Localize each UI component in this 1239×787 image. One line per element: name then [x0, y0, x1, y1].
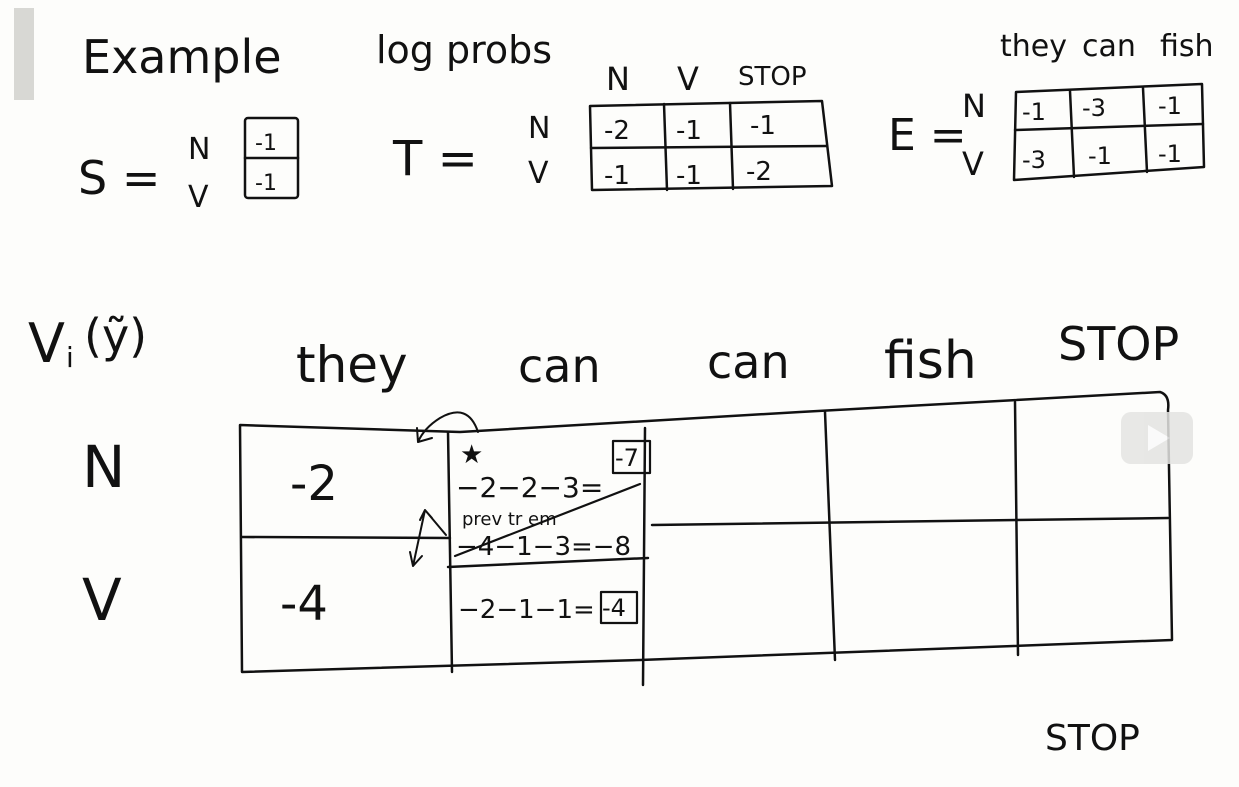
viterbi-h-divider-left [240, 535, 452, 540]
e-cell-v-can: -1 [1088, 142, 1112, 170]
e-cell-v-fish: -1 [1158, 140, 1182, 168]
t-cell-nn: -2 [604, 116, 630, 146]
backpointer-arrow-n [416, 411, 479, 443]
viterbi-word-stop: STOP [1058, 317, 1179, 371]
viterbi-word-can-1: can [518, 339, 601, 393]
viterbi-row-n: N [82, 433, 125, 501]
example-heading: Example [82, 30, 282, 84]
t-cell-nv: -1 [676, 116, 702, 146]
viterbi-argument: (ỹ) [84, 309, 147, 363]
e-row-n: N [962, 87, 986, 125]
t-cell-vn: -1 [604, 161, 630, 191]
viterbi-n-best-box [611, 439, 652, 475]
backpointer-arrow-v [409, 509, 447, 567]
viterbi-n-best-value: -7 [615, 444, 639, 472]
footer-stop: STOP [1045, 718, 1140, 759]
s-value-n: -1 [255, 131, 277, 156]
viterbi-cell-they-v: -4 [280, 576, 328, 632]
t-label: T = [392, 131, 478, 187]
t-col-n: N [606, 60, 630, 98]
e-word-fish: fish [1160, 29, 1214, 64]
viterbi-v-divider-1 [446, 430, 454, 674]
viterbi-label: V i (ỹ) [28, 309, 147, 375]
e-word-can: can [1082, 29, 1136, 64]
viterbi-v-divider-4 [1013, 400, 1020, 657]
s-value-v: -1 [255, 171, 277, 196]
t-v-divider-1 [662, 102, 669, 192]
t-cell-vv: -1 [676, 161, 702, 191]
e-v-divider-2 [1141, 86, 1149, 174]
play-icon [1148, 425, 1170, 451]
viterbi-v-calc: −2−1−1= [458, 595, 595, 625]
viterbi-table: -2 -4 ★ −2−2−3= -7 prev tr em −4−1−3=−8 … [238, 390, 1174, 687]
t-col-stop: STOP [738, 62, 807, 92]
viterbi-subscript: i [66, 341, 74, 374]
viterbi-v-best-box [599, 590, 639, 625]
e-cell-n-they: -1 [1022, 98, 1046, 126]
viterbi-word-fish: fish [884, 331, 977, 391]
t-cell-vstop: -2 [746, 157, 772, 187]
s-vector: S = N V -1 -1 [78, 116, 300, 215]
viterbi-v-best-value: -4 [602, 594, 626, 622]
star-marker: ★ [460, 440, 483, 470]
viterbi-word-can-2: can [707, 335, 790, 389]
t-col-v: V [677, 60, 699, 98]
strikethrough-line [453, 482, 642, 558]
viterbi-row-v: V [82, 566, 122, 634]
viterbi-cell-they-n: -2 [290, 456, 338, 512]
viterbi-n-calc2: −4−1−3=−8 [456, 532, 631, 562]
scroll-marker [14, 8, 34, 100]
t-cell-nstop: -1 [750, 111, 776, 141]
viterbi-h-divider-col2 [446, 556, 650, 569]
viterbi-n-calc1: −2−2−3= [456, 471, 603, 504]
t-matrix: T = N V N V STOP -2 -1 -1 -1 -1 -2 [392, 60, 834, 192]
t-h-divider [589, 144, 829, 150]
t-border [588, 99, 834, 192]
e-matrix: E = N V they can fish -1 -3 -1 -3 -1 -1 [888, 29, 1214, 183]
e-row-v: V [962, 145, 984, 183]
play-button[interactable] [1121, 412, 1193, 464]
e-cell-v-they: -3 [1022, 146, 1046, 174]
e-cell-n-can: -3 [1082, 94, 1106, 122]
viterbi-v-divider-3 [823, 410, 837, 662]
s-label: S = [78, 151, 160, 205]
e-cell-n-fish: -1 [1158, 92, 1182, 120]
viterbi-h-divider-right [650, 516, 1170, 527]
t-row-n: N [528, 111, 550, 146]
s-row-n: N [188, 132, 210, 167]
e-word-they: they [1000, 29, 1067, 64]
e-h-divider [1013, 122, 1205, 132]
viterbi-v-divider-2 [641, 426, 647, 687]
s-row-v: V [188, 180, 209, 215]
viterbi-table-border [238, 390, 1174, 674]
e-label: E = [888, 110, 967, 161]
t-row-v: V [528, 156, 549, 191]
log-probs-heading: log probs [376, 28, 552, 72]
viterbi-v: V [28, 312, 65, 375]
viterbi-annotation: prev tr em [462, 509, 557, 530]
e-border [1012, 82, 1206, 182]
t-v-divider-2 [728, 101, 735, 191]
viterbi-word-they: they [296, 336, 408, 394]
e-v-divider-1 [1068, 89, 1076, 179]
